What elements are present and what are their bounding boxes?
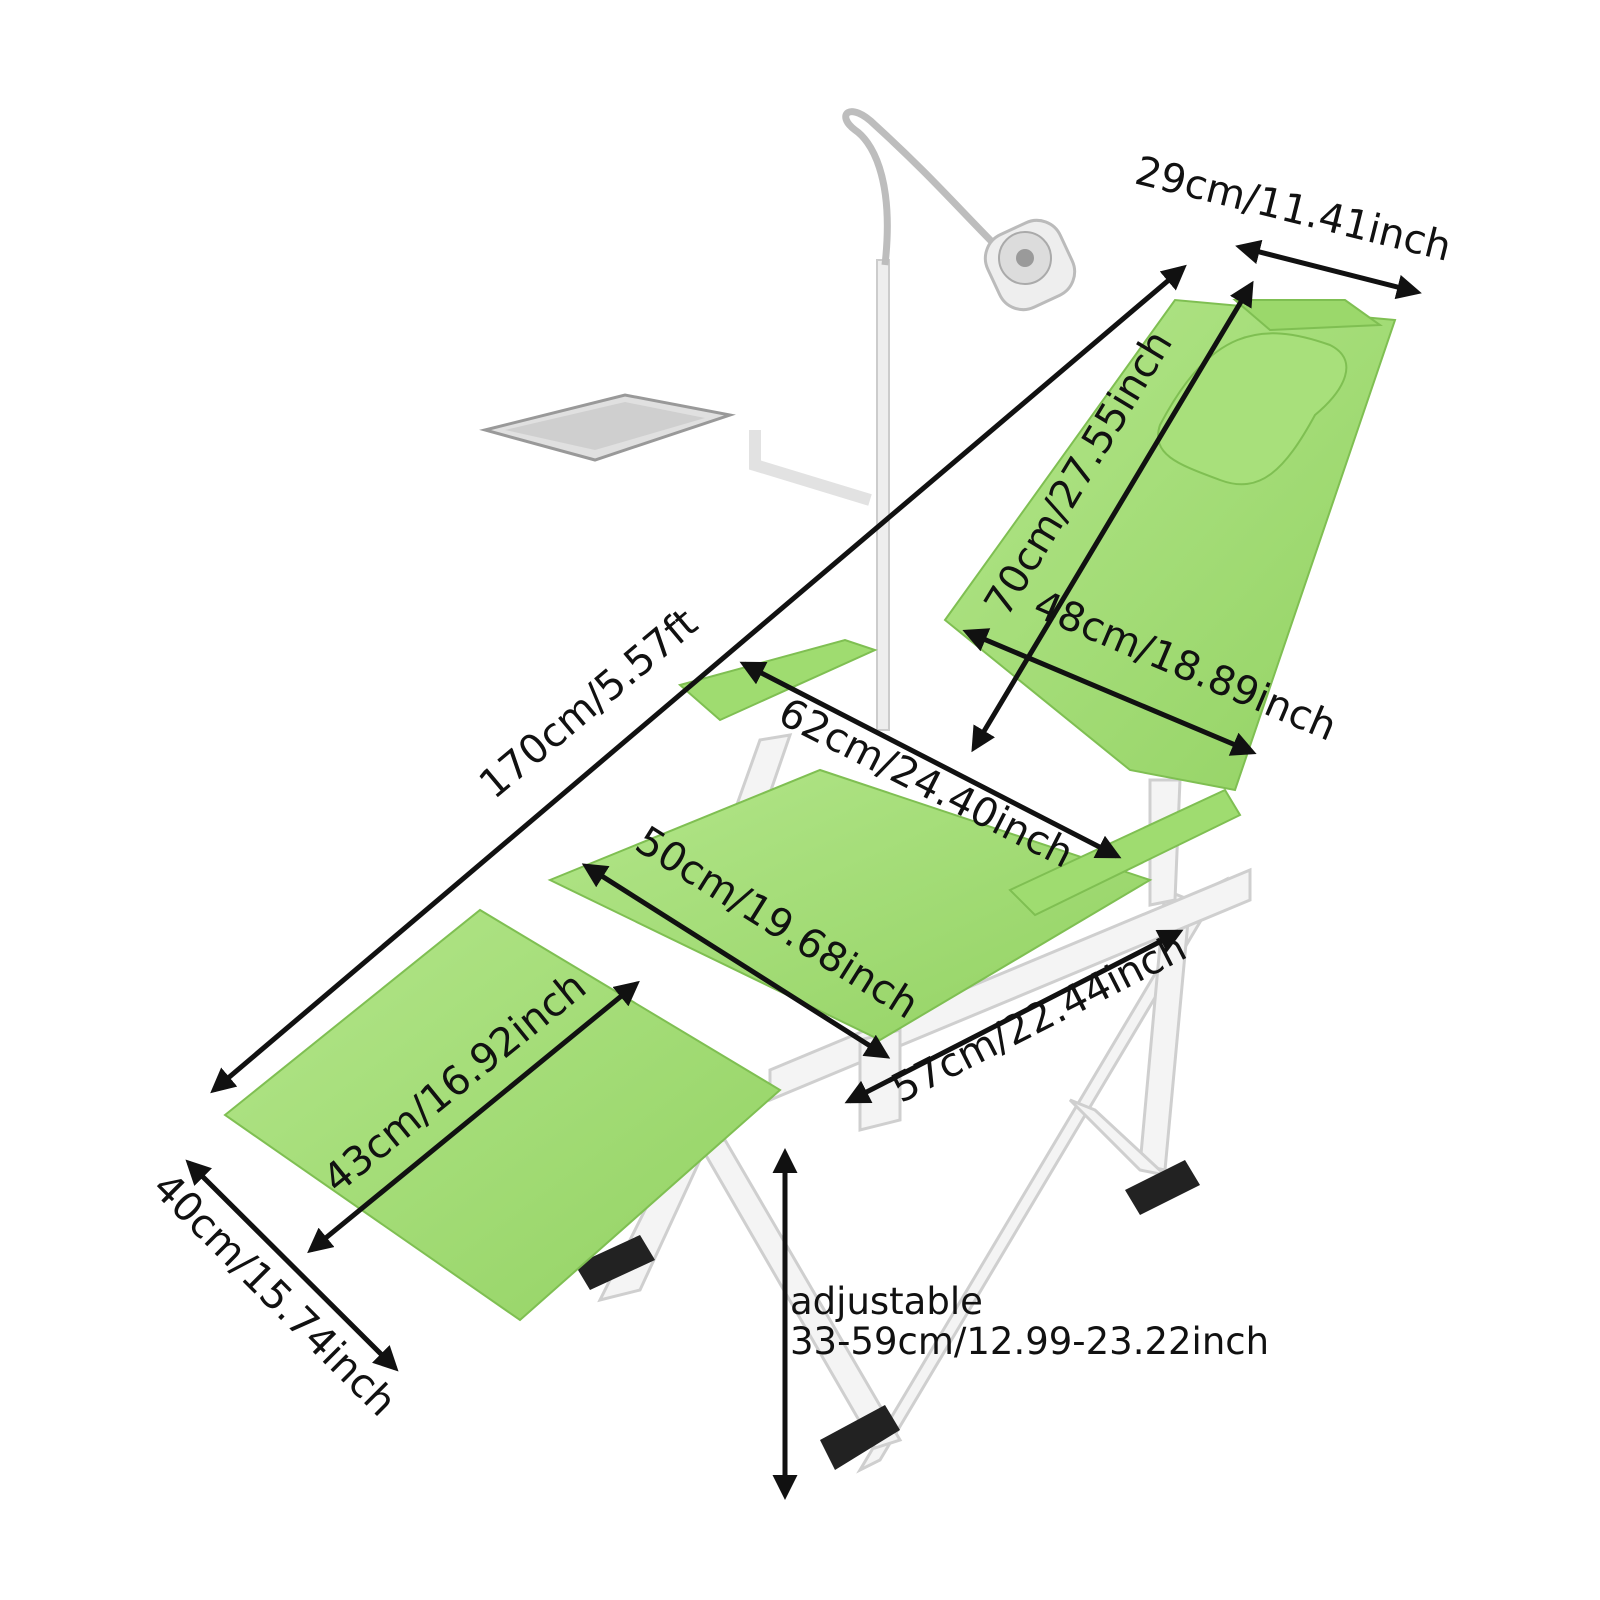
chair-upholstery xyxy=(223,298,1397,1322)
instrument-tray xyxy=(479,393,736,462)
headrest-width-arrow xyxy=(1235,239,1422,300)
armrest-span-arrow xyxy=(739,661,1122,859)
dimension-arrows xyxy=(185,239,1422,1500)
headrest-width-label: 29cm/11.41inch xyxy=(1131,148,1456,271)
lamp-head xyxy=(983,218,1077,312)
headrest-block xyxy=(1232,299,1383,332)
seat-length-arrow xyxy=(581,863,891,1059)
height-note-line2: 33-59cm/12.99-23.22inch xyxy=(790,1320,1270,1363)
height-note-line1: adjustable xyxy=(790,1280,983,1323)
leg-rest-width-arrow xyxy=(185,1159,399,1372)
leg-rest-pad xyxy=(223,908,782,1322)
frame-length-arrow xyxy=(844,929,1184,1104)
height-adjustable-note: adjustable 33-59cm/12.99-23.22inch xyxy=(790,1282,1269,1362)
